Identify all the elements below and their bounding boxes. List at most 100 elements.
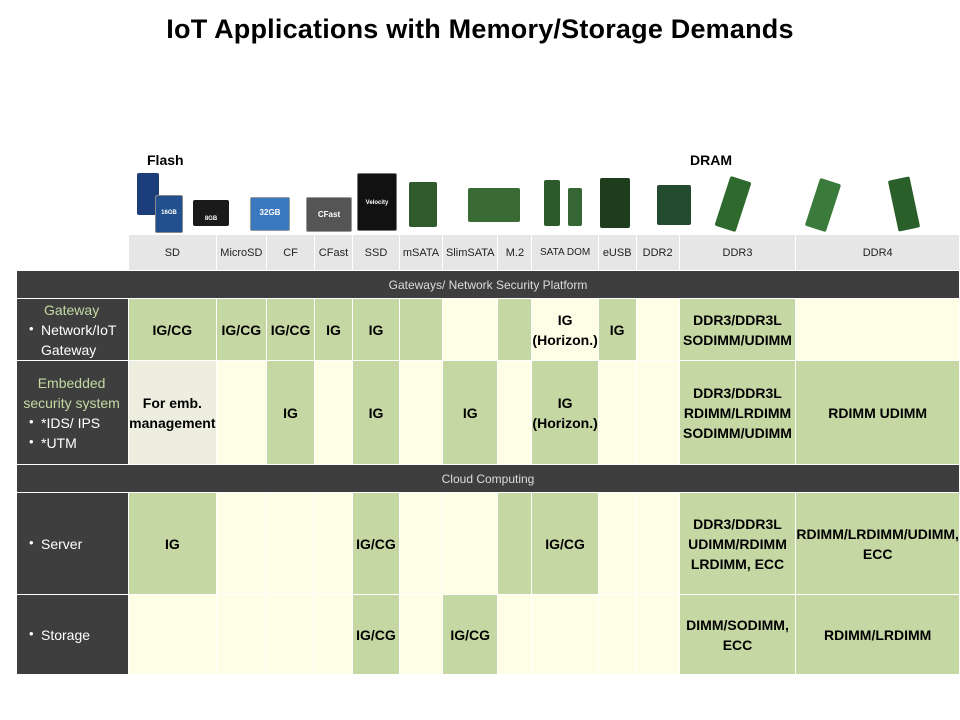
cell: IG (Horizon.) — [531, 360, 599, 465]
column-header: SD — [128, 234, 217, 271]
row-header-embedded: Embedded security system *IDS/ IPS *UTM — [15, 360, 130, 465]
cell: IG/CG — [352, 492, 400, 595]
row-bullet: *IDS/ IPS — [29, 412, 128, 433]
row-header-gateway: Gateway Network/IoT Gateway — [15, 298, 130, 361]
column-header: DDR2 — [635, 234, 680, 271]
cell — [442, 298, 499, 361]
cell: DDR3/DDR3L SODIMM/UDIMM — [678, 298, 797, 361]
cell — [398, 594, 444, 675]
cell — [266, 594, 315, 675]
row-bullet: *UTM — [29, 432, 128, 453]
cell — [313, 360, 354, 465]
cell: IG — [313, 298, 354, 361]
cell — [635, 594, 680, 675]
cell: RDIMM UDIMM — [795, 360, 960, 465]
msata-module-image — [409, 182, 437, 227]
m2-module-image — [568, 188, 582, 226]
column-header: SATA DOM — [531, 234, 599, 271]
table-row: Storage IG/CG IG/CG DIMM/SODIMM, ECC RDI… — [15, 594, 960, 675]
slide-title: IoT Applications with Memory/Storage Dem… — [166, 14, 794, 44]
row-header-storage: Storage — [15, 594, 130, 675]
cell — [442, 492, 499, 595]
cell — [398, 360, 444, 465]
cell — [215, 594, 268, 675]
cell: DDR3/DDR3L UDIMM/RDIMM LRDIMM, ECC — [678, 492, 797, 595]
cell — [597, 594, 637, 675]
cell: IG — [266, 360, 315, 465]
table-row: Server IG IG/CG IG/CG DDR3/DDR3L UDIMM/R… — [15, 492, 960, 595]
slimsata-module-image — [468, 188, 520, 222]
cell: IG — [352, 298, 400, 361]
column-header: CFast — [313, 234, 354, 271]
cell: For emb. management — [128, 360, 217, 465]
column-header: DDR3 — [678, 234, 797, 271]
cell — [215, 360, 268, 465]
microsd-card-image: 8GB — [193, 200, 229, 226]
row-header-server: Server — [15, 492, 130, 595]
sd-card-image: 16GB — [155, 195, 183, 233]
cell — [313, 492, 354, 595]
m2-module-image — [544, 180, 560, 226]
column-header: MicroSD — [215, 234, 268, 271]
cell: IG — [352, 360, 400, 465]
cell — [531, 594, 599, 675]
cell: IG — [597, 298, 637, 361]
cfast-card-image: CFast — [306, 197, 352, 232]
cell — [497, 360, 533, 465]
ddr3-module-image — [804, 177, 842, 233]
cell: RDIMM/LRDIMM — [795, 594, 960, 675]
column-header: SlimSATA — [442, 234, 499, 271]
cell — [795, 298, 960, 361]
cf-card-image: 32GB — [250, 197, 290, 231]
section-title: Cloud Computing — [16, 464, 960, 493]
applications-matrix: SD MicroSD CF CFast SSD mSATA SlimSATA M… — [15, 234, 960, 675]
row-bullet: Server — [29, 533, 128, 554]
cell: IG/CG — [215, 298, 268, 361]
cell: IG/CG — [266, 298, 315, 361]
ddr2-module-image — [714, 175, 752, 233]
cell: IG/CG — [442, 594, 499, 675]
cell: RDIMM/LRDIMM/UDIMM, ECC — [795, 492, 960, 595]
cell — [266, 492, 315, 595]
column-header: DDR4 — [795, 234, 960, 271]
cell: DIMM/SODIMM, ECC — [678, 594, 797, 675]
cell — [128, 594, 217, 675]
dram-group-label: DRAM — [690, 152, 732, 168]
sd-card-image — [137, 173, 159, 215]
section-row-cloud: Cloud Computing — [16, 464, 960, 493]
row-bullet: Storage — [29, 624, 128, 645]
cell — [635, 492, 680, 595]
section-row-gateways: Gateways/ Network Security Platform — [16, 270, 960, 299]
column-header: mSATA — [398, 234, 444, 271]
column-header-row: SD MicroSD CF CFast SSD mSATA SlimSATA M… — [15, 234, 960, 271]
cell — [497, 492, 533, 595]
eusb-module-image — [657, 185, 691, 225]
column-header: M.2 — [497, 234, 533, 271]
cell — [398, 492, 444, 595]
cell — [497, 298, 533, 361]
column-header: eUSB — [597, 234, 637, 271]
cell — [597, 492, 637, 595]
cell — [635, 360, 680, 465]
table-row: Gateway Network/IoT Gateway IG/CG IG/CG … — [15, 298, 960, 361]
table-row: Embedded security system *IDS/ IPS *UTM … — [15, 360, 960, 465]
row-category: Gateway — [43, 301, 100, 318]
cell: IG/CG — [128, 298, 217, 361]
row-bullet: Network/IoT Gateway — [29, 319, 128, 360]
cell: IG — [128, 492, 217, 595]
cell — [497, 594, 533, 675]
cell — [597, 360, 637, 465]
cell — [313, 594, 354, 675]
cell: DDR3/DDR3L RDIMM/LRDIMM SODIMM/UDIMM — [678, 360, 797, 465]
ssd-drive-image: Velocity — [357, 173, 397, 231]
cell: IG (Horizon.) — [531, 298, 599, 361]
column-header: SSD — [352, 234, 400, 271]
flash-group-label: Flash — [147, 152, 184, 168]
cell: IG/CG — [352, 594, 400, 675]
cell — [398, 298, 444, 361]
cell: IG/CG — [531, 492, 599, 595]
cell: IG — [442, 360, 499, 465]
cell — [215, 492, 268, 595]
section-title: Gateways/ Network Security Platform — [16, 270, 960, 299]
column-header: CF — [266, 234, 315, 271]
